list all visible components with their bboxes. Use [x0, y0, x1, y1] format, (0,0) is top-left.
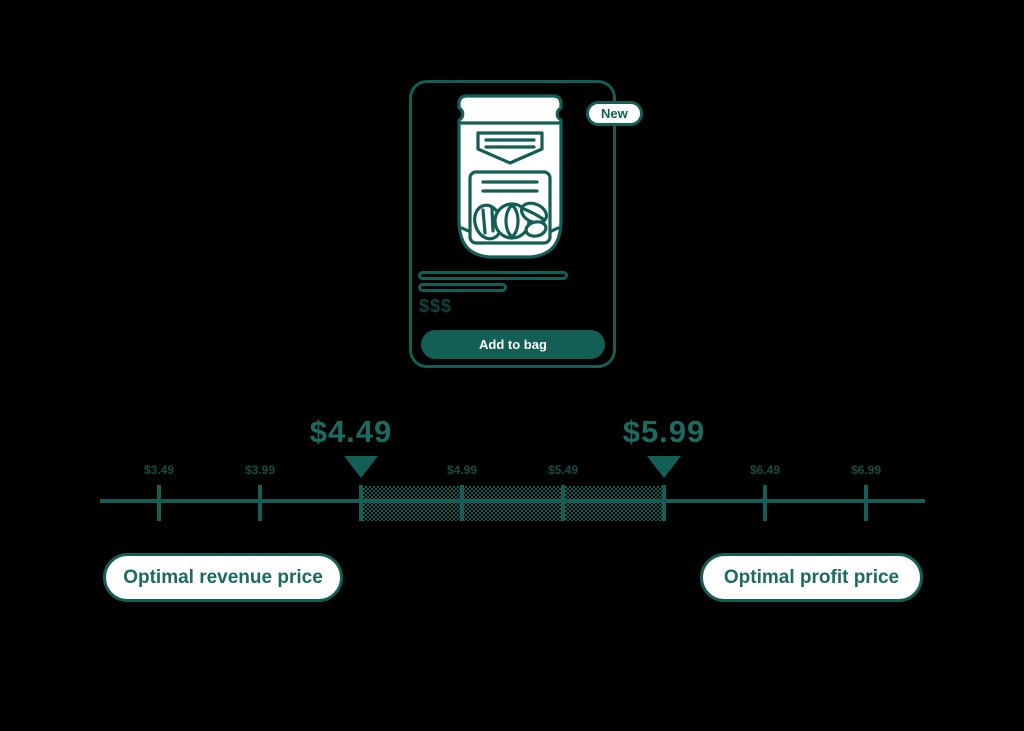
- tick-label: $3.99: [244, 463, 276, 477]
- revenue-price-arrow-icon: [344, 456, 378, 478]
- profit-price-arrow-icon: [647, 456, 681, 478]
- product-subtitle-placeholder: [418, 283, 507, 292]
- price-tick: [157, 485, 161, 521]
- product-title-placeholder: [418, 271, 568, 280]
- price-tick: [359, 485, 363, 521]
- tick-label: $3.49: [143, 463, 175, 477]
- tick-label: $4.99: [446, 463, 478, 477]
- tick-label: $6.99: [850, 463, 882, 477]
- price-tick: [662, 485, 666, 521]
- price-tick: [864, 485, 868, 521]
- new-badge-label: New: [601, 106, 628, 121]
- tick-label: $6.49: [749, 463, 781, 477]
- revenue-price-value: $4.49: [309, 414, 393, 449]
- optimal-revenue-price-label: Optimal revenue price: [123, 566, 323, 588]
- price-placeholder: $$$: [419, 296, 453, 316]
- price-tick: [258, 485, 262, 521]
- new-badge: New: [586, 101, 643, 126]
- nut-pouch-icon: [457, 94, 563, 259]
- tick-label: $5.49: [547, 463, 579, 477]
- optimal-price-range-band: [363, 486, 664, 521]
- price-tick: [763, 485, 767, 521]
- profit-price-value: $5.99: [622, 414, 706, 449]
- optimal-profit-price-label: Optimal profit price: [723, 566, 900, 588]
- optimal-revenue-price-callout: Optimal revenue price: [103, 553, 343, 602]
- optimal-profit-price-callout: Optimal profit price: [700, 553, 923, 602]
- add-to-bag-button[interactable]: Add to bag: [421, 330, 605, 359]
